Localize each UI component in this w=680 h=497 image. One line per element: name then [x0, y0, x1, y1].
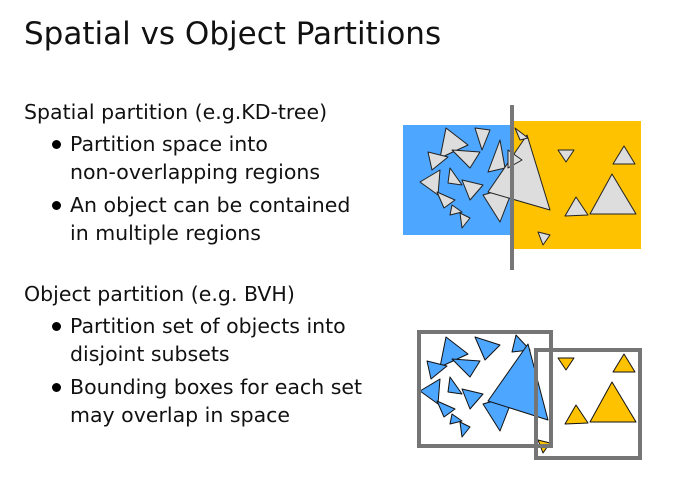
bullet-item: Partition space into non-overlapping reg…: [52, 130, 350, 186]
triangle-shape: [461, 179, 484, 201]
bullet-line: Bounding boxes for each set: [70, 375, 363, 399]
bullet-line: Partition space into: [70, 132, 268, 156]
bullet-line: Partition set of objects into: [70, 314, 346, 338]
bvh-diagram: [417, 330, 642, 460]
bullet-line: An object can be contained: [70, 193, 351, 217]
triangle-shape: [459, 421, 471, 438]
triangle-shape: [449, 204, 463, 216]
bullet-item: An object can be contained in multiple r…: [52, 191, 350, 247]
triangle-shape: [612, 145, 636, 165]
triangle-shape: [474, 336, 501, 361]
triangle-shape: [589, 173, 637, 215]
triangle-shape: [447, 167, 463, 186]
triangle-shape: [557, 357, 575, 371]
triangle-shape: [436, 191, 456, 209]
spatial-section: Spatial partition (e.g.KD-tree) Partitio…: [24, 98, 350, 252]
slide-title: Spatial vs Object Partitions: [24, 16, 442, 52]
bullet-dot-icon: [52, 383, 61, 392]
triangle-shape: [557, 149, 575, 163]
triangle-shape: [451, 149, 481, 169]
bullet-line: in multiple regions: [70, 221, 261, 245]
triangle-shape: [564, 196, 589, 217]
bullet-line: may overlap in space: [70, 403, 291, 427]
object-section: Object partition (e.g. BVH) Partition se…: [24, 280, 362, 434]
triangle-shape: [564, 404, 589, 425]
triangle-shape: [436, 400, 456, 418]
triangle-shape: [589, 381, 637, 423]
triangle-shape: [461, 388, 484, 410]
triangle-shape: [459, 212, 471, 229]
triangle-shape: [514, 127, 529, 141]
bullet-dot-icon: [52, 140, 61, 149]
kd-tree-diagram: [403, 105, 641, 270]
triangle-shape: [427, 151, 449, 171]
triangle-shape: [419, 169, 441, 196]
bullet-dot-icon: [52, 322, 61, 331]
triangle-shape: [451, 358, 481, 378]
triangle-shape: [419, 378, 441, 405]
bullet-line: disjoint subsets: [70, 342, 230, 366]
triangle-shape: [449, 413, 463, 425]
spatial-bullets: Partition space into non-overlapping reg…: [24, 130, 350, 247]
bvh-bounding-box-yellow: [534, 348, 642, 460]
object-bullets: Partition set of objects into disjoint s…: [24, 312, 362, 429]
triangle-shape: [612, 353, 636, 373]
triangle-shape: [537, 231, 551, 246]
bvh-bounding-box-blue: [417, 330, 553, 448]
triangle-shape: [487, 139, 506, 173]
bullet-line: non-overlapping regions: [70, 160, 321, 184]
spatial-heading: Spatial partition (e.g.KD-tree): [24, 100, 328, 124]
bullet-dot-icon: [52, 201, 61, 210]
bullet-item: Partition set of objects into disjoint s…: [52, 312, 362, 368]
triangle-shape: [426, 360, 448, 380]
object-heading: Object partition (e.g. BVH): [24, 282, 295, 306]
triangle-shape: [474, 127, 491, 151]
triangle-shape: [447, 376, 463, 395]
bullet-item: Bounding boxes for each set may overlap …: [52, 373, 362, 429]
